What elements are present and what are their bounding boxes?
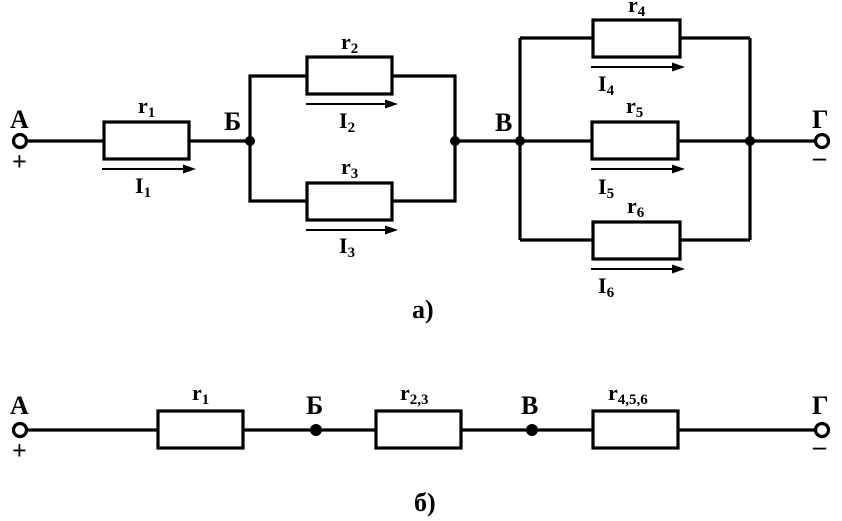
diagram-a: А + Б В Г – r1 r2 r3 r4 r5 r6 I1 I2 I3 I… bbox=[10, 0, 831, 324]
caption-a: а) bbox=[412, 295, 434, 324]
resistor-r3 bbox=[305, 181, 394, 222]
label-node-b: Б bbox=[224, 107, 241, 136]
junction-b bbox=[245, 136, 255, 146]
label-b-r23: r2,3 bbox=[400, 380, 429, 408]
arrow-i1 bbox=[102, 164, 196, 174]
label-r2: r2 bbox=[341, 29, 358, 57]
arrow-i6 bbox=[591, 264, 685, 274]
arrow-i3 bbox=[306, 225, 398, 235]
junction-v bbox=[515, 136, 525, 146]
label-b-node-g: Г bbox=[812, 391, 829, 420]
label-i3: I3 bbox=[339, 233, 355, 261]
terminal-g bbox=[813, 132, 831, 150]
caption-b: б) bbox=[414, 488, 436, 517]
resistor-r6 bbox=[591, 220, 682, 261]
label-r4: r4 bbox=[628, 0, 646, 20]
resistor-r1 bbox=[102, 120, 191, 161]
label-b-minus: – bbox=[812, 432, 827, 461]
resistor-b-r1 bbox=[156, 409, 245, 450]
label-b-r1: r1 bbox=[192, 380, 209, 408]
label-b-node-b: Б bbox=[306, 391, 323, 420]
label-minus-g: – bbox=[812, 143, 827, 172]
arrow-i5 bbox=[591, 164, 685, 174]
label-i1: I1 bbox=[135, 173, 151, 201]
terminal-a bbox=[11, 132, 29, 150]
resistor-r4 bbox=[591, 18, 682, 59]
label-i5: I5 bbox=[598, 174, 614, 202]
label-r5: r5 bbox=[626, 93, 643, 121]
resistor-r2 bbox=[305, 55, 394, 96]
label-r1: r1 bbox=[138, 93, 155, 121]
label-b-plus: + bbox=[12, 436, 27, 465]
label-i4: I4 bbox=[598, 71, 615, 99]
terminal-b-g bbox=[813, 421, 831, 439]
label-b-r456: r4,5,6 bbox=[608, 380, 648, 408]
wire-r3-right bbox=[392, 141, 457, 203]
label-i2: I2 bbox=[339, 108, 355, 136]
wire-b-r2 bbox=[248, 74, 307, 141]
label-b-node-a: А bbox=[10, 391, 29, 420]
label-plus-a: + bbox=[12, 147, 27, 176]
resistor-b-r456 bbox=[591, 409, 680, 450]
junction-r23-out bbox=[450, 136, 460, 146]
label-i6: I6 bbox=[598, 273, 615, 301]
junction-b-v bbox=[526, 424, 538, 436]
label-r6: r6 bbox=[627, 193, 645, 221]
junction-b-b bbox=[310, 424, 322, 436]
arrow-i4 bbox=[591, 62, 685, 72]
diagram-b: А + Б В Г – r1 r2,3 r4,5,6 б) bbox=[10, 380, 831, 517]
arrow-i2 bbox=[306, 99, 398, 109]
label-r3: r3 bbox=[341, 154, 358, 182]
junction-r456-out bbox=[745, 136, 755, 146]
label-node-v: В bbox=[495, 108, 512, 137]
wire-r2-right bbox=[392, 74, 457, 141]
resistor-r5 bbox=[590, 120, 680, 161]
label-node-g: Г bbox=[812, 105, 829, 134]
label-node-a: А bbox=[10, 105, 29, 134]
wire-b-r3 bbox=[248, 141, 307, 203]
label-b-node-v: В bbox=[521, 391, 538, 420]
terminal-b-a bbox=[11, 421, 29, 439]
resistor-b-r23 bbox=[374, 409, 463, 450]
